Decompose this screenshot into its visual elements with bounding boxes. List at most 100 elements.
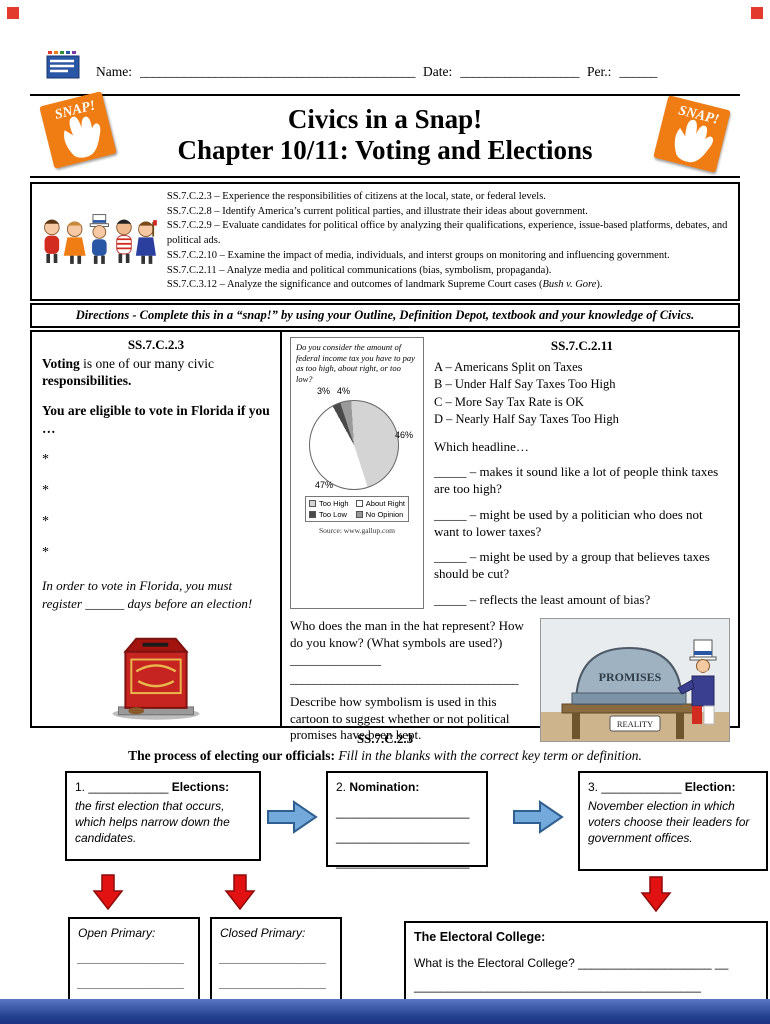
- legend-item: About Right: [355, 499, 405, 508]
- headline-questions: SS.7.C.2.11 A – Americans Split on Taxes…: [434, 337, 730, 609]
- election-process-section: SS.7.C.2.3 The process of electing our o…: [30, 730, 768, 1024]
- bullet-blank: *: [42, 545, 49, 561]
- school-logo-icon: [46, 51, 80, 79]
- cartoon-question-1: Who does the man in the hat represent? H…: [290, 618, 524, 667]
- political-cartoon: PROMISES REALITY: [540, 618, 730, 743]
- pie-label-too-high: 46%: [394, 430, 413, 441]
- process-intro: The process of electing our officials: F…: [128, 747, 642, 763]
- right-standard-header: SS.7.C.2.11: [550, 337, 614, 353]
- pie-label-no-opinion: 4%: [337, 386, 351, 397]
- answer-blank: ________________: [78, 976, 185, 991]
- headline-question: _____ – might be used by a group that be…: [434, 549, 710, 582]
- general-election-box: 3. ____________ Election: November elect…: [578, 770, 768, 871]
- registration-note: In order to vote in Florida, you must re…: [42, 578, 253, 611]
- standard-item: SS.7.C.2.11 – Analyze media and politica…: [166, 264, 552, 276]
- bullet-blank: *: [42, 452, 49, 468]
- pie-chart: 3% 4% 46% 47%: [301, 386, 413, 494]
- down-arrow-icon: [224, 874, 256, 911]
- electoral-college-question: What is the Electoral College? _________…: [414, 955, 729, 970]
- children-clipart: [44, 213, 157, 264]
- period-label: Per.:: [587, 64, 612, 79]
- standard-item: SS.7.C.2.10 – Examine the impact of medi…: [166, 249, 670, 261]
- answer-blank: ________________: [220, 976, 327, 991]
- name-date-header: Name: __________________________________…: [0, 0, 770, 80]
- legend-swatch-too-low: [309, 511, 316, 519]
- worksheet-title-line1: Civics in a Snap!: [287, 104, 483, 134]
- period-blank: ______: [619, 64, 657, 79]
- legend-swatch-too-high: [309, 500, 316, 508]
- title-block: SNAP! Civics in a Snap! Chapter 10/11: V…: [30, 91, 740, 179]
- standards-list: SS.7.C.2.3 – Experience the responsibili…: [167, 190, 730, 293]
- electoral-college-title: The Electoral College:: [414, 929, 546, 944]
- left-standard-header: SS.7.C.2.3: [127, 336, 185, 352]
- footer-bar: [0, 999, 770, 1024]
- down-arrow-icon: [640, 876, 672, 913]
- snapping-hand-icon: [674, 119, 714, 163]
- answer-blank: ____________________: [336, 855, 470, 870]
- answer-blank: ______________________________________: [290, 670, 519, 686]
- snap-stamp-left: SNAP!: [39, 91, 117, 169]
- general-election-definition: November election in which voters choose…: [588, 799, 750, 846]
- corner-marker-top-right: [751, 7, 763, 19]
- headline-option: C – More Say Tax Rate is OK: [434, 394, 584, 409]
- pie-graphic: [309, 400, 399, 491]
- headline-option: A – Americans Split on Taxes: [434, 359, 583, 374]
- process-standard-header: SS.7.C.2.3: [356, 730, 414, 746]
- headline-option: D – Nearly Half Say Taxes Too High: [434, 412, 619, 427]
- snapping-hand-icon: [64, 116, 101, 158]
- right-arrow-icon: [267, 800, 318, 834]
- right-arrow-icon: [513, 800, 564, 834]
- media-column: Do you consider the amount of federal in…: [282, 332, 738, 742]
- case-name: Bush v. Gore: [542, 279, 597, 291]
- voting-column: SS.7.C.2.3 Voting is one of our many civ…: [32, 331, 282, 726]
- name-label: Name:: [96, 64, 132, 79]
- flowchart: 1. ____________ Elections: the first ele…: [30, 770, 768, 1024]
- down-arrow-icon: [92, 874, 124, 911]
- cartoon-question-2: Describe how symbolism is used in this c…: [290, 693, 510, 743]
- closed-primary-label: Closed Primary:: [220, 925, 306, 940]
- pie-label-too-low: 3%: [317, 386, 331, 397]
- open-primary-label: Open Primary:: [78, 925, 156, 940]
- gallup-pie-panel: Do you consider the amount of federal in…: [290, 336, 424, 610]
- pie-legend: Too High About Right Too Low No Opinion: [305, 496, 409, 523]
- legend-item: Too High: [309, 499, 352, 508]
- legend-item: No Opinion: [355, 510, 405, 519]
- pie-source: Source: www.gallup.com: [319, 526, 395, 536]
- reality-label: REALITY: [617, 719, 653, 729]
- promises-label: PROMISES: [599, 670, 662, 684]
- answer-blank: ________________: [78, 951, 185, 966]
- bullet-blank: *: [42, 483, 49, 499]
- tax-headlines-row: Do you consider the amount of federal in…: [290, 336, 730, 610]
- worksheet-title-line2: Chapter 10/11: Voting and Elections: [177, 135, 593, 166]
- legend-swatch-about-right: [355, 500, 363, 508]
- directions-bar: Directions - Complete this in a “snap!” …: [30, 302, 740, 328]
- term-blank: ____________: [601, 779, 682, 794]
- snap-stamp-right: SNAP!: [653, 95, 731, 173]
- headline-question: _____ – reflects the least amount of bia…: [434, 592, 651, 608]
- answer-blank: ________________________________________…: [414, 978, 701, 993]
- primary-elections-box: 1. ____________ Elections: the first ele…: [65, 770, 261, 861]
- headline-option: B – Under Half Say Taxes Too High: [434, 377, 616, 392]
- standard-item: SS.7.C.3.12 – Analyze the significance a…: [166, 279, 603, 291]
- legend-item: Too Low: [309, 510, 352, 519]
- pie-label-about-right: 47%: [315, 480, 334, 491]
- corner-marker-top-left: [7, 7, 19, 19]
- snap-stamp-text: SNAP!: [677, 103, 721, 128]
- standard-item: SS.7.C.2.3 – Experience the responsibili…: [166, 191, 546, 203]
- headline-question: _____ – makes it sound like a lot of peo…: [434, 463, 719, 496]
- bullet-blank: *: [42, 514, 49, 530]
- headline-question: _____ – might be used by a politician wh…: [434, 506, 703, 539]
- name-blank: ________________________________________…: [140, 64, 416, 79]
- eligibility-prompt: You are eligible to vote in Florida if y…: [42, 403, 270, 436]
- which-headline-prompt: Which headline…: [434, 438, 529, 454]
- date-label: Date:: [423, 64, 453, 79]
- term-blank: ____________: [88, 779, 169, 794]
- nomination-box: 2. Nomination: ____________________ ____…: [326, 770, 488, 870]
- uncle-sam-figure: [677, 639, 717, 725]
- voting-sentence: Voting is one of our many civic responsi…: [42, 355, 214, 389]
- standards-box: SS.7.C.2.3 – Experience the responsibili…: [30, 182, 740, 301]
- legend-swatch-no-opinion: [355, 511, 363, 519]
- main-content-box: SS.7.C.2.3 Voting is one of our many civ…: [30, 329, 740, 742]
- answer-blank: ____________________: [336, 805, 470, 820]
